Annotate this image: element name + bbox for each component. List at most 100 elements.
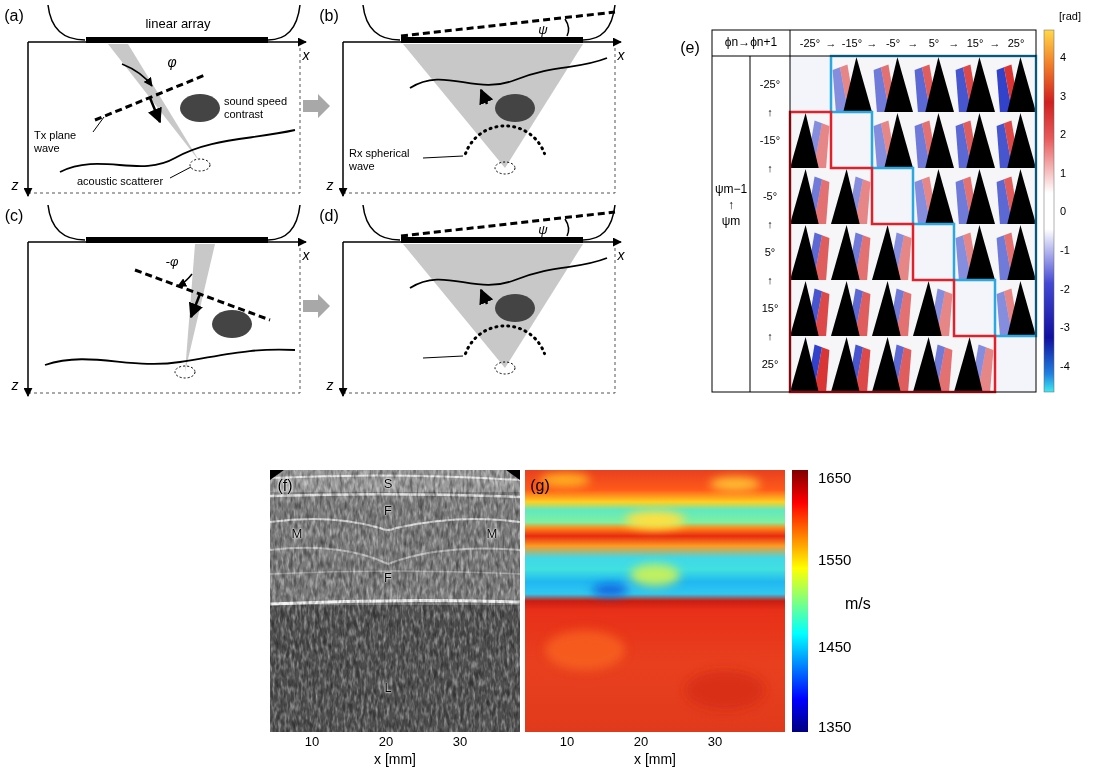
figure-label: -2 — [1060, 283, 1070, 296]
panel-a-schematic — [28, 5, 306, 196]
shadow-triangle — [790, 225, 819, 280]
figure-label: F — [384, 504, 392, 519]
step-arrow — [303, 294, 330, 318]
phase-cell — [831, 112, 872, 168]
figure-label: L — [384, 681, 391, 696]
phase-cell — [872, 112, 913, 168]
figure-label: → — [908, 37, 919, 50]
figure-label: (d) — [319, 207, 339, 225]
phase-cell — [995, 336, 1036, 392]
figure-label: 10 — [305, 735, 319, 750]
figure-label: sound speed contrast — [224, 95, 296, 120]
figure-label: x [mm] — [374, 751, 416, 767]
figure-label: ↑ — [767, 218, 773, 231]
speed-colorbar — [792, 470, 808, 732]
shadow-triangle — [884, 57, 913, 112]
phase-cell — [913, 280, 954, 336]
figure-label: x — [303, 47, 310, 63]
phase-cell — [995, 224, 1036, 280]
figure-label: 20 — [634, 735, 648, 750]
figure-label: linear array — [145, 17, 210, 32]
shadow-triangle — [966, 169, 995, 224]
shadow-triangle — [872, 337, 901, 392]
figure-label: 10 — [560, 735, 574, 750]
shadow-triangle — [925, 113, 954, 168]
panel-c-schematic — [28, 205, 306, 396]
figure-label: x — [618, 47, 625, 63]
figure-label: → — [949, 37, 960, 50]
phase-cell — [872, 224, 913, 280]
phase-cell — [995, 280, 1036, 336]
figure-label: 20 — [379, 735, 393, 750]
figure-label: 3 — [1060, 90, 1066, 103]
phase-cell — [790, 280, 831, 336]
figure-label: x — [303, 247, 310, 263]
figure-label: -1 — [1060, 244, 1070, 257]
shadow-triangle — [913, 337, 942, 392]
phase-cell — [913, 56, 954, 112]
shadow-triangle — [831, 169, 860, 224]
shadow-triangle — [872, 225, 901, 280]
figure-label: 0 — [1060, 205, 1066, 218]
shadow-triangle — [790, 337, 819, 392]
figure-label: Rx spherical wave — [349, 147, 421, 172]
figure-label: ↑ — [767, 106, 773, 119]
phase-cell — [954, 112, 995, 168]
phase-cell — [954, 336, 995, 392]
phase-cell — [831, 224, 872, 280]
figure-label: -5° — [763, 190, 777, 203]
shadow-triangle — [872, 281, 901, 336]
sound-speed-map — [525, 470, 785, 732]
figure-label: -4 — [1060, 360, 1070, 373]
phase-cell — [790, 56, 831, 112]
shadow-triangle — [966, 225, 995, 280]
figure-label: -5° — [886, 37, 900, 50]
figure-label: 30 — [453, 735, 467, 750]
figure-label: 4 — [1060, 51, 1066, 64]
phase-cell — [995, 56, 1036, 112]
phase-cell — [872, 280, 913, 336]
shadow-triangle — [925, 57, 954, 112]
figure-label: 5° — [929, 37, 940, 50]
figure-label: [rad] — [1059, 10, 1081, 23]
figure-label: M — [487, 527, 498, 542]
figure-label: m/s — [845, 595, 871, 613]
phase-image-grid — [790, 56, 1036, 392]
figure-label: x [mm] — [634, 751, 676, 767]
phase-colorbar — [1044, 30, 1054, 392]
figure-label: z — [327, 377, 334, 393]
figure-label: ψ — [538, 223, 547, 238]
figure-label: x — [618, 247, 625, 263]
bmode-image — [270, 470, 520, 732]
phase-cell — [831, 56, 872, 112]
phase-cell — [872, 56, 913, 112]
shadow-triangle — [831, 281, 860, 336]
figure-label: 15° — [762, 302, 779, 315]
figure-label: -3 — [1060, 321, 1070, 334]
upper-staircase — [831, 56, 1036, 336]
shadow-triangle — [954, 337, 983, 392]
figure-label: 25° — [762, 358, 779, 371]
figure-label: 2 — [1060, 128, 1066, 141]
figure-label: → — [826, 37, 837, 50]
shadow-triangle — [843, 57, 872, 112]
figure-label: (a) — [4, 7, 24, 25]
figure-label: 30 — [708, 735, 722, 750]
figure-label: ↑ — [767, 162, 773, 175]
figure-label: → — [867, 37, 878, 50]
figure-label: (g) — [530, 477, 550, 495]
shadow-triangle — [1007, 169, 1036, 224]
panel-d-schematic — [343, 205, 621, 396]
shadow-triangle — [1007, 225, 1036, 280]
figure-label: ↑ — [767, 274, 773, 287]
figure-label: (b) — [319, 7, 339, 25]
lower-staircase — [790, 112, 995, 392]
figure-label: -25° — [800, 37, 820, 50]
shadow-triangle — [884, 113, 913, 168]
shadow-triangle — [925, 169, 954, 224]
table-lines — [712, 30, 1036, 392]
phase-cell — [954, 168, 995, 224]
phase-cell — [831, 280, 872, 336]
figure-label: φ — [167, 54, 176, 70]
